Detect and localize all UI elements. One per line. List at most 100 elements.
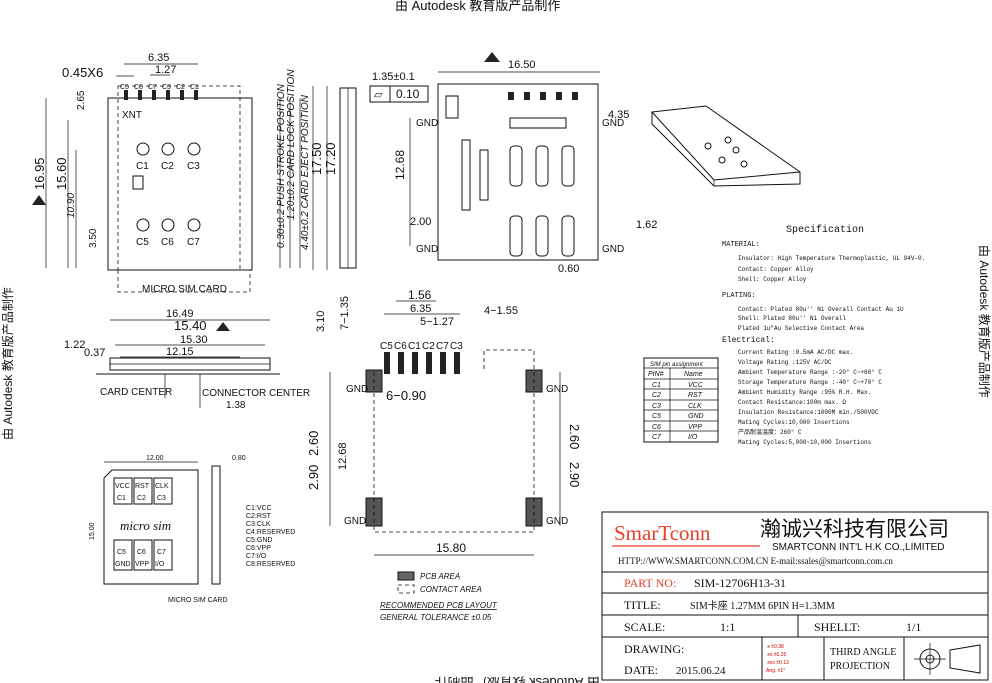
contact-pads-top bbox=[136, 142, 201, 232]
pin-table-cell: I/O bbox=[688, 434, 698, 441]
pcb-dim-260-r: 2.60 bbox=[567, 424, 582, 449]
watermark-right: 由 Autodesk 教育版产品制作 bbox=[977, 245, 992, 398]
pcb-dim-635: 6.35 bbox=[410, 303, 431, 315]
tol-row: .x ±0.38 bbox=[766, 644, 784, 650]
pin-label-c2: C2 bbox=[176, 84, 185, 91]
pinlist-item: C3:CLK bbox=[246, 521, 271, 528]
pcb-layout: 1.56 6.35 5−1.27 4−1.55 7−1.35 3.10 C5 C… bbox=[306, 288, 582, 622]
dim-1540: 15.40 bbox=[174, 318, 207, 333]
pcb-pin-c5: C5 bbox=[380, 341, 393, 352]
pin-table-cell: C1 bbox=[652, 382, 661, 389]
card-pinlist: C1:VCC C2:RST C3:CLK C4:RESERVED C5:GND … bbox=[246, 505, 295, 568]
spec-electrical-line: Insulation Resistance:1000M min./500VDC bbox=[738, 409, 879, 416]
pcb-pads bbox=[365, 352, 543, 527]
spec-electrical-line: Ambient Temperature Range :-20° C~+60° C bbox=[738, 369, 882, 376]
dim-045x6: 0.45X6 bbox=[62, 65, 103, 80]
spec-electrical-line: Voltage Rating :125V AC/DC bbox=[738, 359, 832, 366]
card-pad-c7: C7 bbox=[157, 549, 166, 556]
pinlist-item: C6:VPP bbox=[246, 545, 271, 552]
pinlist-item: C1:VCC bbox=[246, 505, 272, 512]
projection-line-2: PROJECTION bbox=[830, 661, 890, 672]
pad-c1: C1 bbox=[136, 161, 149, 172]
date-value: 2015.06.24 bbox=[676, 665, 726, 677]
micro-sim-card-label: MICRO SIM CARD bbox=[142, 284, 227, 295]
company-logo: SmarTconn bbox=[614, 521, 711, 545]
flatness-value: 0.10 bbox=[396, 87, 420, 101]
dim-122: 1.22 bbox=[64, 339, 85, 351]
pad-c5: C5 bbox=[136, 237, 149, 248]
spec-material-line: Insulator: High Temperature Thermoplasti… bbox=[738, 255, 925, 262]
pcb-contact-area bbox=[373, 349, 535, 533]
pin-table-cell: C3 bbox=[652, 403, 661, 410]
pin-table-cell: GND bbox=[688, 413, 704, 420]
card-dim-080: 0.80 bbox=[232, 455, 246, 462]
pad-c2: C2 bbox=[161, 161, 174, 172]
gnd-tr: GND bbox=[602, 118, 624, 129]
card-dim-1200: 12.00 bbox=[146, 455, 164, 462]
pad-c3: C3 bbox=[187, 161, 200, 172]
top-view: C5 C6 C7 C3 C2 C1 0.45X6 6.35 1.27 2.65 … bbox=[32, 52, 357, 295]
spec-electrical-line: Ambient Humidity Range :95% R.H. Max. bbox=[738, 389, 871, 396]
legend-contact-area: CONTACT AREA bbox=[420, 585, 482, 594]
general-tolerance: GENERAL TOLERANCE ±0.05 bbox=[380, 613, 492, 622]
tol-row: Ang. ±1° bbox=[766, 668, 785, 674]
card-pad-rst: RST bbox=[135, 483, 150, 490]
pinlist-item: C4:RESERVED bbox=[246, 529, 295, 536]
dim-060: 0.60 bbox=[558, 263, 579, 275]
pcb-dim-6090: 6−0.90 bbox=[386, 388, 426, 403]
pcb-pin-c1: C1 bbox=[408, 341, 421, 352]
pcb-gnd-bl: GND bbox=[344, 516, 366, 527]
dim-1695: 16.95 bbox=[32, 157, 47, 190]
pin-label-c6: C6 bbox=[134, 84, 143, 91]
tol-row: .xx ±0.25 bbox=[766, 652, 786, 658]
bottom-view-outline bbox=[437, 83, 599, 261]
pcb-gnd-tl: GND bbox=[346, 384, 368, 395]
pin-table-header: Name bbox=[684, 371, 703, 378]
spec-electrical-line: 产品耐温温度：260° C bbox=[738, 428, 802, 436]
pcb-pin-c7: C7 bbox=[436, 341, 449, 352]
dim-200: 2.00 bbox=[410, 216, 431, 228]
pcb-dim-7135: 7−1.35 bbox=[339, 296, 351, 330]
watermark-top: 由 Autodesk 教育版产品制作 bbox=[395, 0, 560, 13]
dim-037: 0.37 bbox=[84, 347, 105, 359]
pcb-dim-156: 1.56 bbox=[408, 288, 432, 302]
dim-135: 1.35±0.1 bbox=[372, 71, 415, 83]
card-outline-body bbox=[103, 469, 199, 585]
part-no-value: SIM-12706H13-31 bbox=[694, 576, 786, 590]
company-name-cn: 瀚诚兴科技有限公司 bbox=[760, 517, 949, 541]
xnt-label: XNT bbox=[122, 110, 142, 121]
gnd-bl: GND bbox=[416, 244, 438, 255]
company-name-en: SMARTCONN INT'L H.K CO.,LIMITED bbox=[772, 542, 944, 553]
pin-label-c1: C1 bbox=[190, 84, 199, 91]
pinlist-item: C7:I/O bbox=[246, 553, 267, 560]
pinlist-item: C8:RESERVED bbox=[246, 561, 295, 568]
bottom-view: 1.35±0.1 ⏥ 0.10 16.50 GND GND bbox=[369, 52, 657, 275]
title-label: TITLE: bbox=[624, 598, 661, 612]
pcb-dim-290-r: 2.90 bbox=[567, 462, 582, 487]
spec-plating-line: Contact: Plated 80u'' Ni Overall Contact… bbox=[738, 306, 904, 313]
pin-table-cell: VCC bbox=[688, 382, 704, 389]
card-pad-c2: C2 bbox=[137, 495, 146, 502]
dim-1268: 12.68 bbox=[393, 150, 407, 180]
pin-table-cell: C2 bbox=[652, 392, 661, 399]
card-center-label: CARD CENTER bbox=[100, 387, 172, 398]
company-contact: HTTP://WWW.SMARTCONN.COM.CN E-mail:ssale… bbox=[618, 556, 893, 566]
dim-265: 2.65 bbox=[76, 90, 87, 110]
legend-pcb-swatch bbox=[397, 571, 415, 581]
card-pad-vpp: VPP bbox=[135, 561, 149, 568]
spec-plating-heading: PLATING: bbox=[722, 292, 756, 300]
card-pad-vcc: VCC bbox=[115, 483, 130, 490]
spec-electrical-line: Mating Cycles:10,000 Insertions bbox=[738, 419, 850, 426]
dim-162: 1.62 bbox=[636, 219, 657, 231]
legend-pcb-area: PCB AREA bbox=[420, 572, 460, 581]
pcb-gnd-tr: GND bbox=[546, 384, 568, 395]
pin-table-cell: VPP bbox=[688, 424, 702, 431]
pcb-pin-c2: C2 bbox=[422, 341, 435, 352]
card-pad-gnd: GND bbox=[115, 561, 131, 568]
flatness-symbol: ⏥ bbox=[374, 89, 383, 101]
gnd-tl: GND bbox=[416, 118, 438, 129]
pad-c6: C6 bbox=[161, 237, 174, 248]
card-thickness bbox=[211, 465, 221, 585]
specification: Specification MATERIAL: Insulator: High … bbox=[722, 224, 925, 446]
